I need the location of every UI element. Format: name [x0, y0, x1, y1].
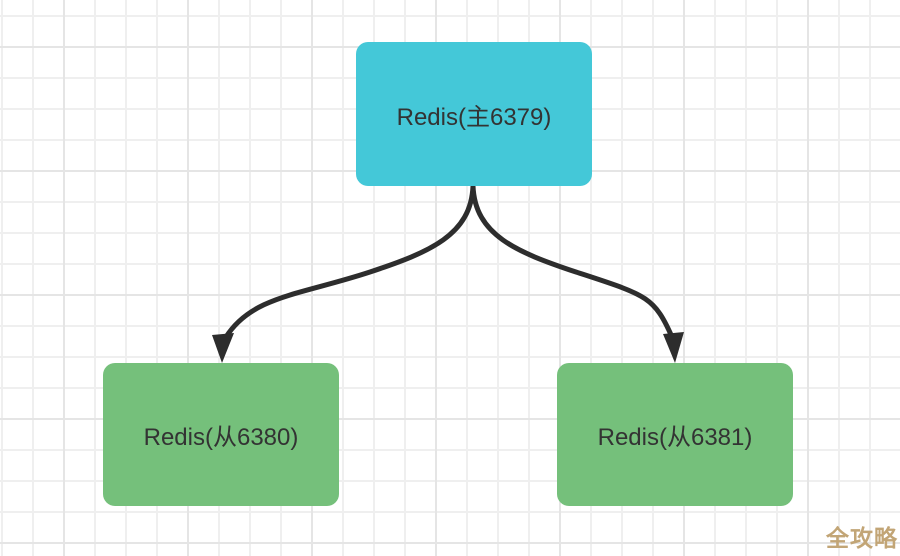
- arrowhead-slave2-icon: [663, 332, 684, 363]
- edge-master-to-slave2: [470, 183, 675, 340]
- node-redis-slave-6381[interactable]: Redis(从6381): [557, 363, 793, 506]
- node-redis-slave-6381-label: Redis(从6381): [597, 424, 753, 451]
- node-redis-slave-6380-label: Redis(从6380): [143, 424, 299, 451]
- edge-master-to-slave1: [223, 183, 476, 340]
- arrowhead-slave1-icon: [212, 333, 234, 363]
- watermark: 全攻略: [826, 525, 898, 551]
- node-redis-master[interactable]: Redis(主6379): [356, 42, 592, 186]
- node-redis-slave-6380[interactable]: Redis(从6380): [103, 363, 339, 506]
- node-redis-master-label: Redis(主6379): [396, 103, 552, 131]
